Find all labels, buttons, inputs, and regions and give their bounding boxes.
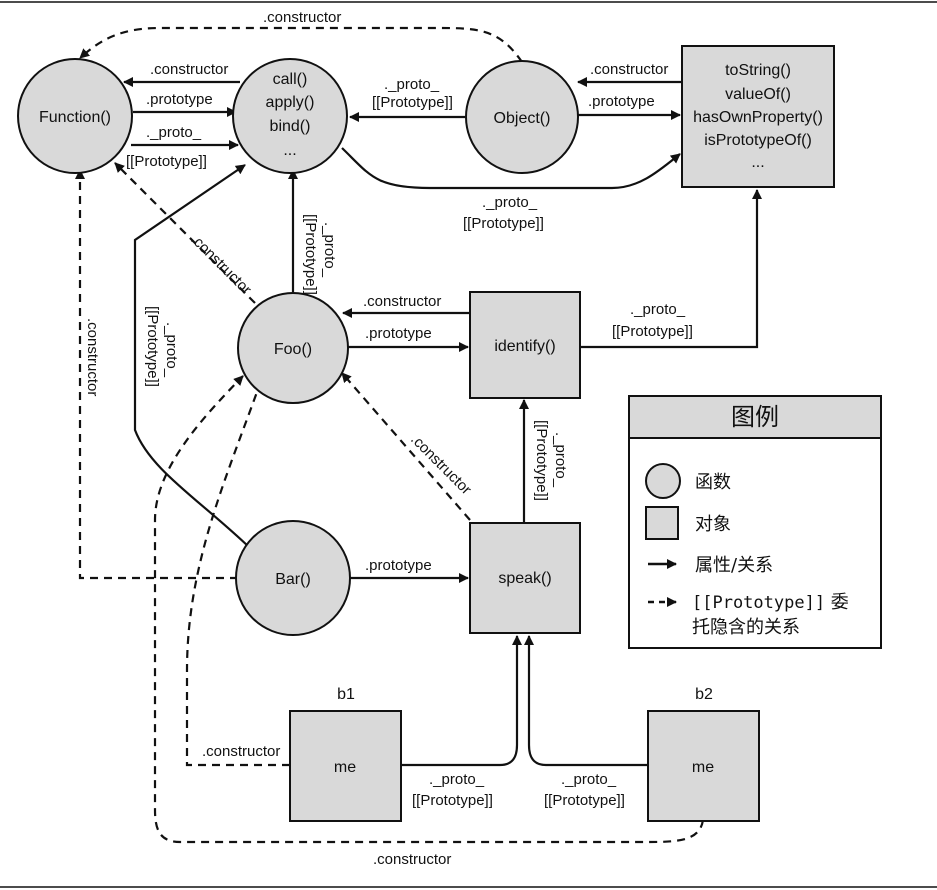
- legend-square-icon: [645, 506, 679, 540]
- object-label: Object(): [494, 110, 551, 127]
- foo-label: Foo(): [274, 341, 312, 358]
- b1-me: me: [334, 759, 356, 776]
- edge-b2-proto-speak: [524, 635, 648, 767]
- legend-delegate-line2: 托隐含的关系: [692, 617, 800, 638]
- lbl-bar-prototype: .prototype: [365, 557, 432, 574]
- fproto-item-4: ...: [283, 142, 296, 159]
- edge-identify-proto-oproto: [580, 189, 762, 349]
- lbl-b2-proto-bracket: [[Prototype]]: [544, 792, 625, 809]
- legend-object-text: 对象: [695, 514, 731, 535]
- lbl-function-prototype: .prototype: [146, 91, 213, 108]
- lbl-bar-proto-bracket: [[Prototype]]: [144, 306, 161, 387]
- lbl-foo-prototype: .prototype: [365, 325, 432, 342]
- lbl-function-proto-bracket: [[Prototype]]: [126, 153, 207, 170]
- edge-speak-constructor-foo: [341, 372, 471, 521]
- edge-bar-proto-fproto: [133, 164, 251, 549]
- oproto-item-5: ...: [751, 154, 764, 171]
- lbl-foo-proto: ._proto_: [321, 222, 338, 278]
- lbl-foo-constructor: .constructor: [187, 231, 254, 298]
- lbl-identify-proto-bracket: [[Prototype]]: [612, 323, 693, 340]
- edge-fproto-proto-oproto: [341, 147, 681, 190]
- object-node: [465, 60, 579, 174]
- lbl-b1-constructor: .constructor: [202, 743, 280, 760]
- lbl-b2-constructor: .constructor: [373, 851, 451, 868]
- lbl-bar-proto: ._proto_: [163, 322, 180, 378]
- oproto-item-1: toString(): [725, 62, 791, 79]
- identify-label: identify(): [494, 338, 555, 355]
- bar-node: [235, 520, 351, 636]
- edge-foo-constructor-function: [114, 162, 256, 304]
- b1-name: b1: [337, 686, 355, 703]
- edge-b1-proto-speak: [402, 635, 522, 767]
- b1-node: [289, 710, 402, 822]
- legend-title: 图例: [731, 403, 779, 431]
- edge-b1-constructor-foo: [185, 374, 290, 767]
- bar-label: Bar(): [275, 571, 311, 588]
- speak-label: speak(): [498, 570, 551, 587]
- lbl-foo-proto-bracket: [[Prototype]]: [302, 214, 319, 295]
- oproto-item-3: hasOwnProperty(): [693, 109, 823, 126]
- lbl-identify-proto: ._proto_: [630, 301, 686, 318]
- identify-node: [469, 291, 581, 399]
- b2-name: b2: [695, 686, 713, 703]
- fproto-item-2: apply(): [266, 94, 315, 111]
- legend-delegate-line1: [[Prototype]] 委: [692, 592, 849, 613]
- foo-node: [237, 292, 349, 404]
- object-prototype-node: [681, 45, 835, 188]
- lbl-fproto-proto: ._proto_: [482, 194, 538, 211]
- oproto-item-4: isPrototypeOf(): [704, 132, 812, 149]
- edge-bar-constructor-function: [75, 169, 238, 580]
- legend-header: [628, 395, 882, 439]
- lbl-bar-constructor: .constructor: [84, 318, 101, 396]
- fproto-item-1: call(): [273, 71, 308, 88]
- lbl-object-proto: ._proto_: [384, 76, 440, 93]
- lbl-speak-proto: ._proto_: [552, 432, 569, 488]
- function-node: [17, 58, 133, 174]
- lbl-object-constructor: .constructor: [263, 9, 341, 26]
- function-label: Function(): [39, 109, 111, 126]
- legend: 图例 函数 对象 属性/关系 [[Prototype]] 委 托隐含的关系: [628, 395, 882, 649]
- edge-object-constructor-function: [79, 26, 523, 63]
- lbl-b1-proto-bracket: [[Prototype]]: [412, 792, 493, 809]
- lbl-oproto-constructor: .constructor: [590, 61, 668, 78]
- lbl-object-prototype: .prototype: [588, 93, 655, 110]
- lbl-b1-proto: ._proto_: [429, 771, 485, 788]
- speak-node: [469, 522, 581, 634]
- lbl-b2-proto: ._proto_: [561, 771, 617, 788]
- lbl-function-proto: ._proto_: [146, 124, 202, 141]
- lbl-identify-constructor: .constructor: [363, 293, 441, 310]
- lbl-object-proto-bracket: [[Prototype]]: [372, 94, 453, 111]
- oproto-item-2: valueOf(): [725, 86, 791, 103]
- lbl-speak-proto-bracket: [[Prototype]]: [533, 420, 550, 501]
- b2-node: [647, 710, 760, 822]
- legend-property-text: 属性/关系: [695, 555, 773, 576]
- legend-circle-icon: [645, 463, 681, 499]
- fproto-item-3: bind(): [270, 118, 311, 135]
- lbl-fproto-constructor: .constructor: [150, 61, 228, 78]
- b2-me: me: [692, 759, 714, 776]
- lbl-fproto-proto-bracket: [[Prototype]]: [463, 215, 544, 232]
- function-prototype-node: [232, 58, 348, 174]
- legend-function-text: 函数: [695, 472, 731, 493]
- edge-b2-constructor-foo: [153, 375, 705, 844]
